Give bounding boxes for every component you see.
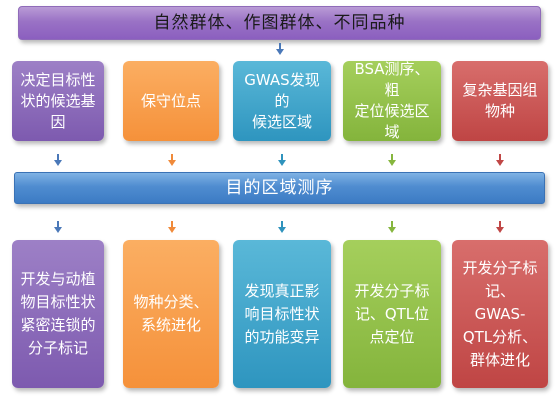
- arrow-down-icon: [496, 221, 504, 233]
- arrow-down-icon: [168, 154, 176, 166]
- upper-box-bsa-regions: BSA测序、粗 定位候选区域: [343, 60, 441, 141]
- upper-box-label: GWAS发现的 候选区域: [244, 70, 320, 131]
- lower-box-taxonomy-evolution: 物种分类、 系统进化: [123, 240, 219, 388]
- arrow-down-icon: [278, 154, 286, 166]
- arrow-down-icon: [54, 221, 62, 233]
- upper-box-candidate-genes: 决定目标性 状的候选基 因: [12, 61, 104, 141]
- arrow-down-icon: [168, 221, 176, 233]
- upper-box-label: 决定目标性 状的候选基 因: [20, 70, 96, 131]
- upper-box-label: BSA测序、粗 定位候选区域: [354, 60, 430, 141]
- lower-box-qtl-mapping: 开发分子标 记、QTL位 点定位: [343, 240, 441, 388]
- lower-box-functional-variants: 发现真正影 响目标性状 的功能变异: [233, 240, 331, 388]
- lower-box-linked-markers: 开发与动植 物目标性状 紧密连锁的 分子标记: [12, 240, 104, 388]
- upper-box-label: 复杂基因组 物种: [462, 81, 538, 120]
- middle-banner-label: 目的区域测序: [225, 177, 334, 198]
- upper-box-conserved-sites: 保守位点: [123, 61, 219, 141]
- lower-box-label: 开发分子标 记、QTL位 点定位: [354, 281, 430, 346]
- lower-box-label: 物种分类、 系统进化: [133, 293, 209, 334]
- lower-box-label: 开发与动植 物目标性状 紧密连锁的 分子标记: [20, 270, 96, 357]
- arrow-down-icon: [496, 154, 504, 166]
- arrow-down-icon: [276, 43, 284, 55]
- arrow-down-icon: [388, 154, 396, 166]
- upper-box-label: 保守位点: [140, 91, 201, 110]
- top-banner-label: 自然群体、作图群体、不同品种: [153, 12, 406, 33]
- arrow-down-icon: [388, 221, 396, 233]
- middle-banner: 目的区域测序: [14, 172, 545, 204]
- arrow-down-icon: [278, 221, 286, 233]
- arrow-down-icon: [54, 154, 62, 166]
- lower-box-gwas-qtl-analysis: 开发分子标 记、 GWAS- QTL分析、 群体进化: [452, 240, 548, 388]
- upper-box-complex-genome: 复杂基因组 物种: [452, 61, 548, 141]
- lower-box-label: 开发分子标 记、 GWAS- QTL分析、 群体进化: [462, 258, 538, 369]
- upper-box-gwas-regions: GWAS发现的 候选区域: [233, 61, 331, 141]
- lower-box-label: 发现真正影 响目标性状 的功能变异: [244, 281, 320, 346]
- top-banner: 自然群体、作图群体、不同品种: [18, 6, 541, 40]
